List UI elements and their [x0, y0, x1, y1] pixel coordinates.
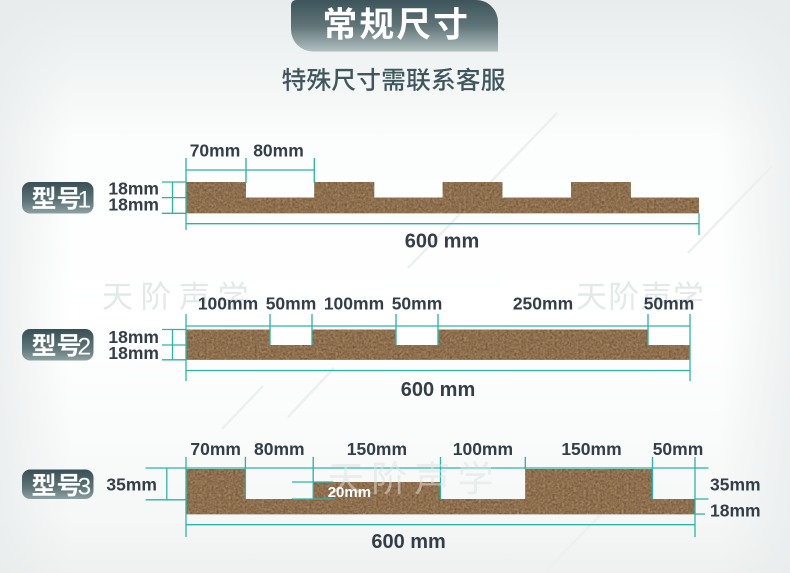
svg-text:50mm: 50mm — [266, 294, 317, 314]
svg-text:100mm: 100mm — [198, 294, 258, 314]
svg-text:70mm: 70mm — [190, 141, 241, 161]
svg-text:3: 3 — [78, 473, 92, 500]
svg-text:50mm: 50mm — [653, 439, 704, 459]
svg-text:18mm: 18mm — [710, 501, 761, 521]
svg-text:18mm: 18mm — [108, 179, 159, 199]
svg-text:150mm: 150mm — [561, 439, 621, 459]
svg-text:18mm: 18mm — [108, 343, 159, 363]
svg-text:50mm: 50mm — [644, 294, 695, 314]
svg-text:250mm: 250mm — [513, 294, 573, 314]
svg-text:80mm: 80mm — [253, 141, 304, 161]
svg-text:100mm: 100mm — [324, 294, 384, 314]
svg-text:35mm: 35mm — [710, 475, 761, 495]
svg-text:600 mm: 600 mm — [371, 531, 446, 553]
svg-text:80mm: 80mm — [254, 439, 305, 459]
svg-text:600 mm: 600 mm — [405, 231, 480, 253]
svg-text:50mm: 50mm — [392, 294, 443, 314]
svg-text:150mm: 150mm — [347, 439, 407, 459]
svg-text:18mm: 18mm — [108, 195, 159, 215]
svg-text:2: 2 — [78, 334, 92, 361]
svg-text:35mm: 35mm — [106, 475, 157, 495]
svg-text:600 mm: 600 mm — [401, 379, 476, 401]
svg-text:100mm: 100mm — [453, 439, 513, 459]
svg-text:70mm: 70mm — [190, 439, 241, 459]
svg-text:1: 1 — [78, 187, 92, 214]
svg-text:18mm: 18mm — [108, 327, 159, 347]
